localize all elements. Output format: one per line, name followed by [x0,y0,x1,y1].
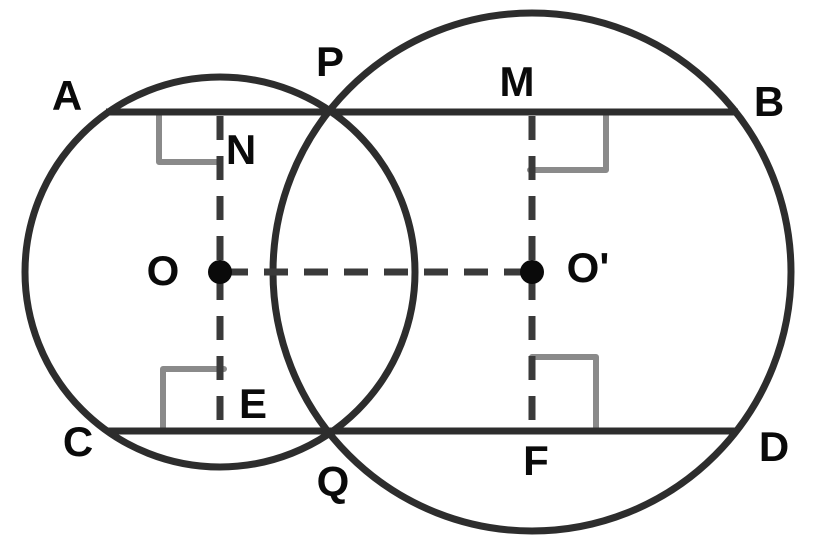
right-angle-mark-N [156,112,223,165]
center-dot-O [208,260,232,284]
label-D: D [758,423,790,470]
label-M: M [499,58,535,105]
label-E: E [238,380,268,427]
center-dot-O-prime [520,260,544,284]
right-angle-mark-M [527,111,609,173]
label-Q: Q [316,458,350,505]
circle-O [21,73,419,471]
label-B: B [753,78,785,125]
right-angle-mark-F [529,354,599,432]
label-C: C [62,418,94,465]
label-A: A [51,72,83,119]
label-O-prime: O' [566,244,610,291]
label-F: F [523,437,549,484]
label-P: P [315,38,345,85]
label-O: O [146,247,180,294]
label-N: N [225,126,257,173]
right-angle-mark-E [160,366,227,432]
